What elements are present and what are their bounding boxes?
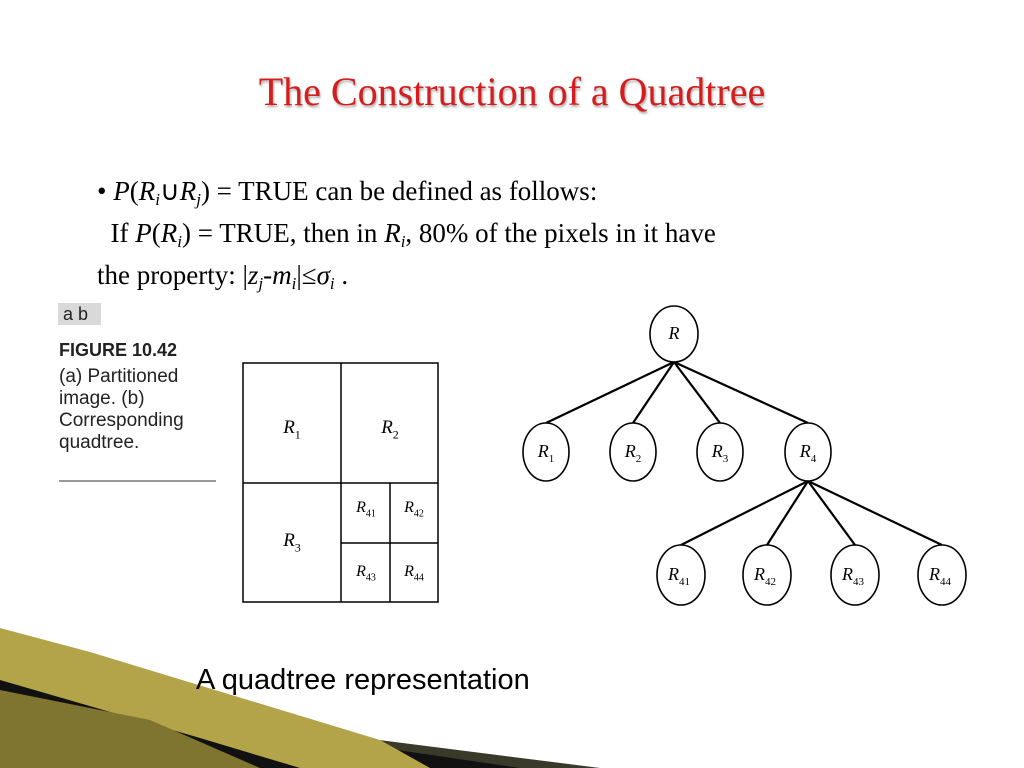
- bullet-text: • P(Ri∪Rj) = TRUE can be defined as foll…: [97, 170, 917, 296]
- math-sub: i: [329, 274, 335, 293]
- math-sub: j: [258, 274, 264, 293]
- math-m: m: [272, 260, 292, 290]
- math-sub: j: [196, 190, 201, 209]
- math-r: R: [138, 176, 156, 206]
- tree-edge-r4-1: [680, 480, 809, 546]
- text-mid: ) = TRUE, then in: [181, 218, 385, 248]
- tree-node-R42: [742, 544, 792, 606]
- math-le: |≤: [296, 260, 317, 290]
- text-if: If: [110, 218, 136, 248]
- tree-node-R44: [917, 544, 967, 606]
- tree-node-R1: [522, 422, 570, 482]
- slide-title: The Construction of a Quadtree: [258, 69, 766, 114]
- tree-node-R2-label: R2: [624, 441, 642, 465]
- tree-edge-r4-4: [807, 480, 943, 546]
- tree-node-R41: [656, 544, 706, 606]
- tree-edge-r4-3: [807, 480, 856, 546]
- bullet-line-1: • P(Ri∪Rj) = TRUE can be defined as foll…: [97, 170, 917, 212]
- tree-node-R4-label: R4: [799, 441, 817, 465]
- bullet-line-2: If P(Ri) = TRUE, then in Ri, 80% of the …: [97, 212, 917, 254]
- tree-node-R43-label: R43: [841, 564, 865, 588]
- partition-label-R2: R2: [380, 417, 399, 441]
- tree-node-R43: [830, 544, 880, 606]
- figure-description: (a) Partitioned image. (b) Corresponding…: [59, 366, 184, 453]
- math-r: R: [179, 176, 197, 206]
- partition-label-R41: R41: [355, 499, 376, 519]
- partition-label-R44: R44: [403, 563, 424, 583]
- figure-number: FIGURE 10.42: [59, 340, 178, 360]
- math-sub: i: [177, 232, 182, 251]
- figure-rule: [59, 480, 216, 482]
- math-p: P: [113, 176, 130, 206]
- tree-edge-r4-2: [766, 480, 809, 546]
- partition-label-R42: R42: [403, 499, 424, 519]
- slide-caption: A quadtree representation: [196, 664, 530, 696]
- tree-node-R3-label: R3: [711, 441, 729, 465]
- math-sigma: σ: [316, 260, 330, 290]
- tree-node-root-label: R: [668, 323, 680, 343]
- text-start: the property: |: [97, 260, 248, 290]
- tree-node-R2: [609, 422, 657, 482]
- math-z: z: [247, 260, 259, 290]
- math-paren: (: [129, 176, 139, 206]
- tree-edge-root-1: [545, 361, 675, 424]
- math-p: P: [135, 218, 152, 248]
- bullet-line-2-rest: , 80% of the pixels in it have: [405, 218, 716, 248]
- partition-label-R43: R43: [355, 563, 376, 583]
- tree-node-R41-label: R41: [667, 564, 690, 588]
- tree-node-R4: [784, 422, 832, 482]
- figure-caption: FIGURE 10.42 (a) Partitioned image. (b) …: [59, 339, 219, 454]
- figure-panel-letters: a b: [58, 303, 101, 325]
- bullet-line-3: the property: |zj-mi|≤σi .: [97, 254, 917, 296]
- partition-label-R3: R3: [282, 530, 301, 554]
- bullet-line-1-rest: ) = TRUE can be defined as follows:: [200, 176, 598, 206]
- tree-node-R1-label: R1: [537, 441, 555, 465]
- math-sub: i: [155, 190, 160, 209]
- tree-node-R3: [696, 422, 744, 482]
- tree-node-R42-label: R42: [753, 564, 776, 588]
- tree-edge-root-3: [673, 361, 721, 424]
- tree-edge-root-4: [673, 360, 809, 425]
- math-union: ∪: [159, 176, 180, 206]
- text-end: .: [334, 260, 349, 290]
- partition-label-R1: R1: [282, 417, 301, 441]
- tree-node-R44-label: R44: [928, 564, 952, 588]
- math-paren: (: [151, 218, 161, 248]
- math-r: R: [160, 218, 178, 248]
- bullet-marker: •: [97, 176, 107, 206]
- math-sub: i: [400, 232, 406, 251]
- math-r: R: [384, 218, 401, 248]
- tree-node-root: [649, 305, 699, 363]
- tree-edge-root-2: [632, 361, 675, 424]
- math-minus: -: [263, 260, 273, 290]
- math-sub: i: [291, 274, 297, 293]
